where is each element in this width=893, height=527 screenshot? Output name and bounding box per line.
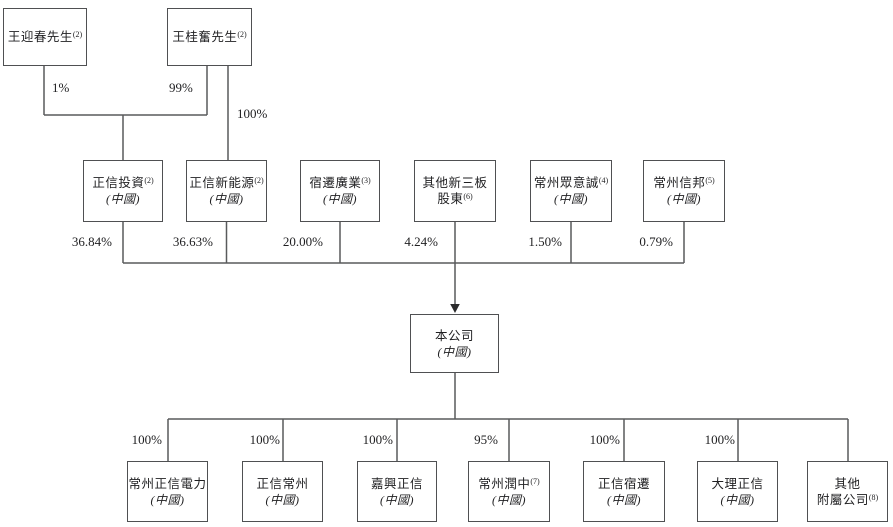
stake-label-zhengxin-suqian: 100% xyxy=(589,432,620,447)
node-region: (中國) xyxy=(437,344,472,359)
node-title: 王桂奮先生(2) xyxy=(172,30,247,44)
node-title: 正信常州 xyxy=(256,476,309,491)
node-region: (中國) xyxy=(106,192,140,206)
stake-label-zx-new-energy: 36.63% xyxy=(172,234,213,249)
superscript-ref: (5) xyxy=(705,176,715,185)
node-region: (中國) xyxy=(720,492,755,507)
node-dali-zhengxin: 大理正信 (中國) xyxy=(697,461,778,522)
node-title: 常州眾意誠(4) xyxy=(533,176,609,190)
superscript-ref: (6) xyxy=(463,192,473,201)
node-region: (中國) xyxy=(667,192,701,206)
superscript-ref: (2) xyxy=(72,30,83,39)
top-edges xyxy=(43,66,229,160)
node-region: (中國) xyxy=(323,192,357,206)
stake-label-zx-investment: 36.84% xyxy=(71,234,112,249)
node-zhengxin-changzhou: 正信常州 (中國) xyxy=(242,461,323,522)
node-wang-guifen: 王桂奮先生(2) xyxy=(167,8,252,66)
stake-label-zhongyicheng: 1.50% xyxy=(528,234,562,249)
node-title: 嘉興正信 xyxy=(370,476,423,491)
node-title: 常州正信電力 xyxy=(128,476,207,491)
stake-label-wgf: 99% xyxy=(169,80,193,95)
stake-label-dali-zhengxin: 100% xyxy=(704,432,735,447)
node-title: 大理正信 xyxy=(711,476,764,491)
node-changzhou-xinbang: 常州信邦(5) (中國) xyxy=(643,160,725,222)
superscript-ref: (7) xyxy=(530,476,540,486)
node-title: 常州潤中(7) xyxy=(478,476,540,491)
node-region: (中國) xyxy=(554,192,588,206)
node-region: (中國) xyxy=(492,492,526,507)
node-title: 正信宿遷 xyxy=(597,476,650,491)
node-title: 常州信邦(5) xyxy=(653,176,715,190)
superscript-ref: (2) xyxy=(254,176,264,185)
stake-label-wyc: 1% xyxy=(52,80,70,95)
node-zhengxin-investment: 正信投資(2) (中國) xyxy=(83,160,163,222)
node-title: 本公司 xyxy=(434,328,474,343)
node-other-neeq-shareholders: 其他新三板 股東(6) xyxy=(414,160,496,222)
node-title: 王迎春先生(2) xyxy=(7,30,83,44)
superscript-ref: (2) xyxy=(144,176,154,185)
superscript-ref: (2) xyxy=(237,30,247,39)
stake-label-zhengxin-changzhou: 100% xyxy=(249,432,280,447)
node-region: (中國) xyxy=(265,492,300,507)
node-other-subsidiaries: 其他 附屬公司(8) xyxy=(807,461,888,522)
node-changzhou-zhengxin-power: 常州正信電力 (中國) xyxy=(127,461,208,522)
node-region: (中國) xyxy=(209,192,244,206)
superscript-ref: (4) xyxy=(598,176,609,185)
node-region: (中國) xyxy=(607,492,641,507)
node-jiaxing-zhengxin: 嘉興正信 (中國) xyxy=(357,461,437,522)
node-region: (中國) xyxy=(380,492,414,507)
stake-label-cz-zhengxin-power: 100% xyxy=(131,432,162,447)
node-zhengxin-new-energy: 正信新能源(2) (中國) xyxy=(186,160,267,222)
stake-label-suqian-guangye: 20.00% xyxy=(282,234,323,249)
node-wang-yingchun: 王迎春先生(2) xyxy=(3,8,87,66)
node-title: 正信投資(2) xyxy=(92,176,154,190)
node-title: 其他 附屬公司(8) xyxy=(816,476,879,507)
stake-label-other-neeq: 4.24% xyxy=(404,234,438,249)
node-suqian-guangye: 宿遷廣業(3) (中國) xyxy=(300,160,380,222)
node-zhengxin-suqian: 正信宿遷 (中國) xyxy=(583,461,665,522)
bottom-edges xyxy=(167,373,849,461)
arrowhead-down-icon xyxy=(450,304,460,313)
stake-label-xinbang: 0.79% xyxy=(639,234,673,249)
superscript-ref: (3) xyxy=(361,176,371,185)
superscript-ref: (8) xyxy=(868,492,879,502)
node-changzhou-runzhong: 常州潤中(7) (中國) xyxy=(468,461,550,522)
node-region: (中國) xyxy=(150,492,185,507)
stake-label-wgf-newenergy: 100% xyxy=(237,106,268,121)
node-company: 本公司 (中國) xyxy=(410,314,499,373)
node-title: 宿遷廣業(3) xyxy=(309,176,371,190)
stake-label-jiaxing-zhengxin: 100% xyxy=(362,432,393,447)
node-title: 正信新能源(2) xyxy=(189,176,264,190)
node-title: 其他新三板 股東(6) xyxy=(422,176,488,206)
stake-label-changzhou-runzhong: 95% xyxy=(474,432,498,447)
node-changzhou-zhongyicheng: 常州眾意誠(4) (中國) xyxy=(530,160,612,222)
